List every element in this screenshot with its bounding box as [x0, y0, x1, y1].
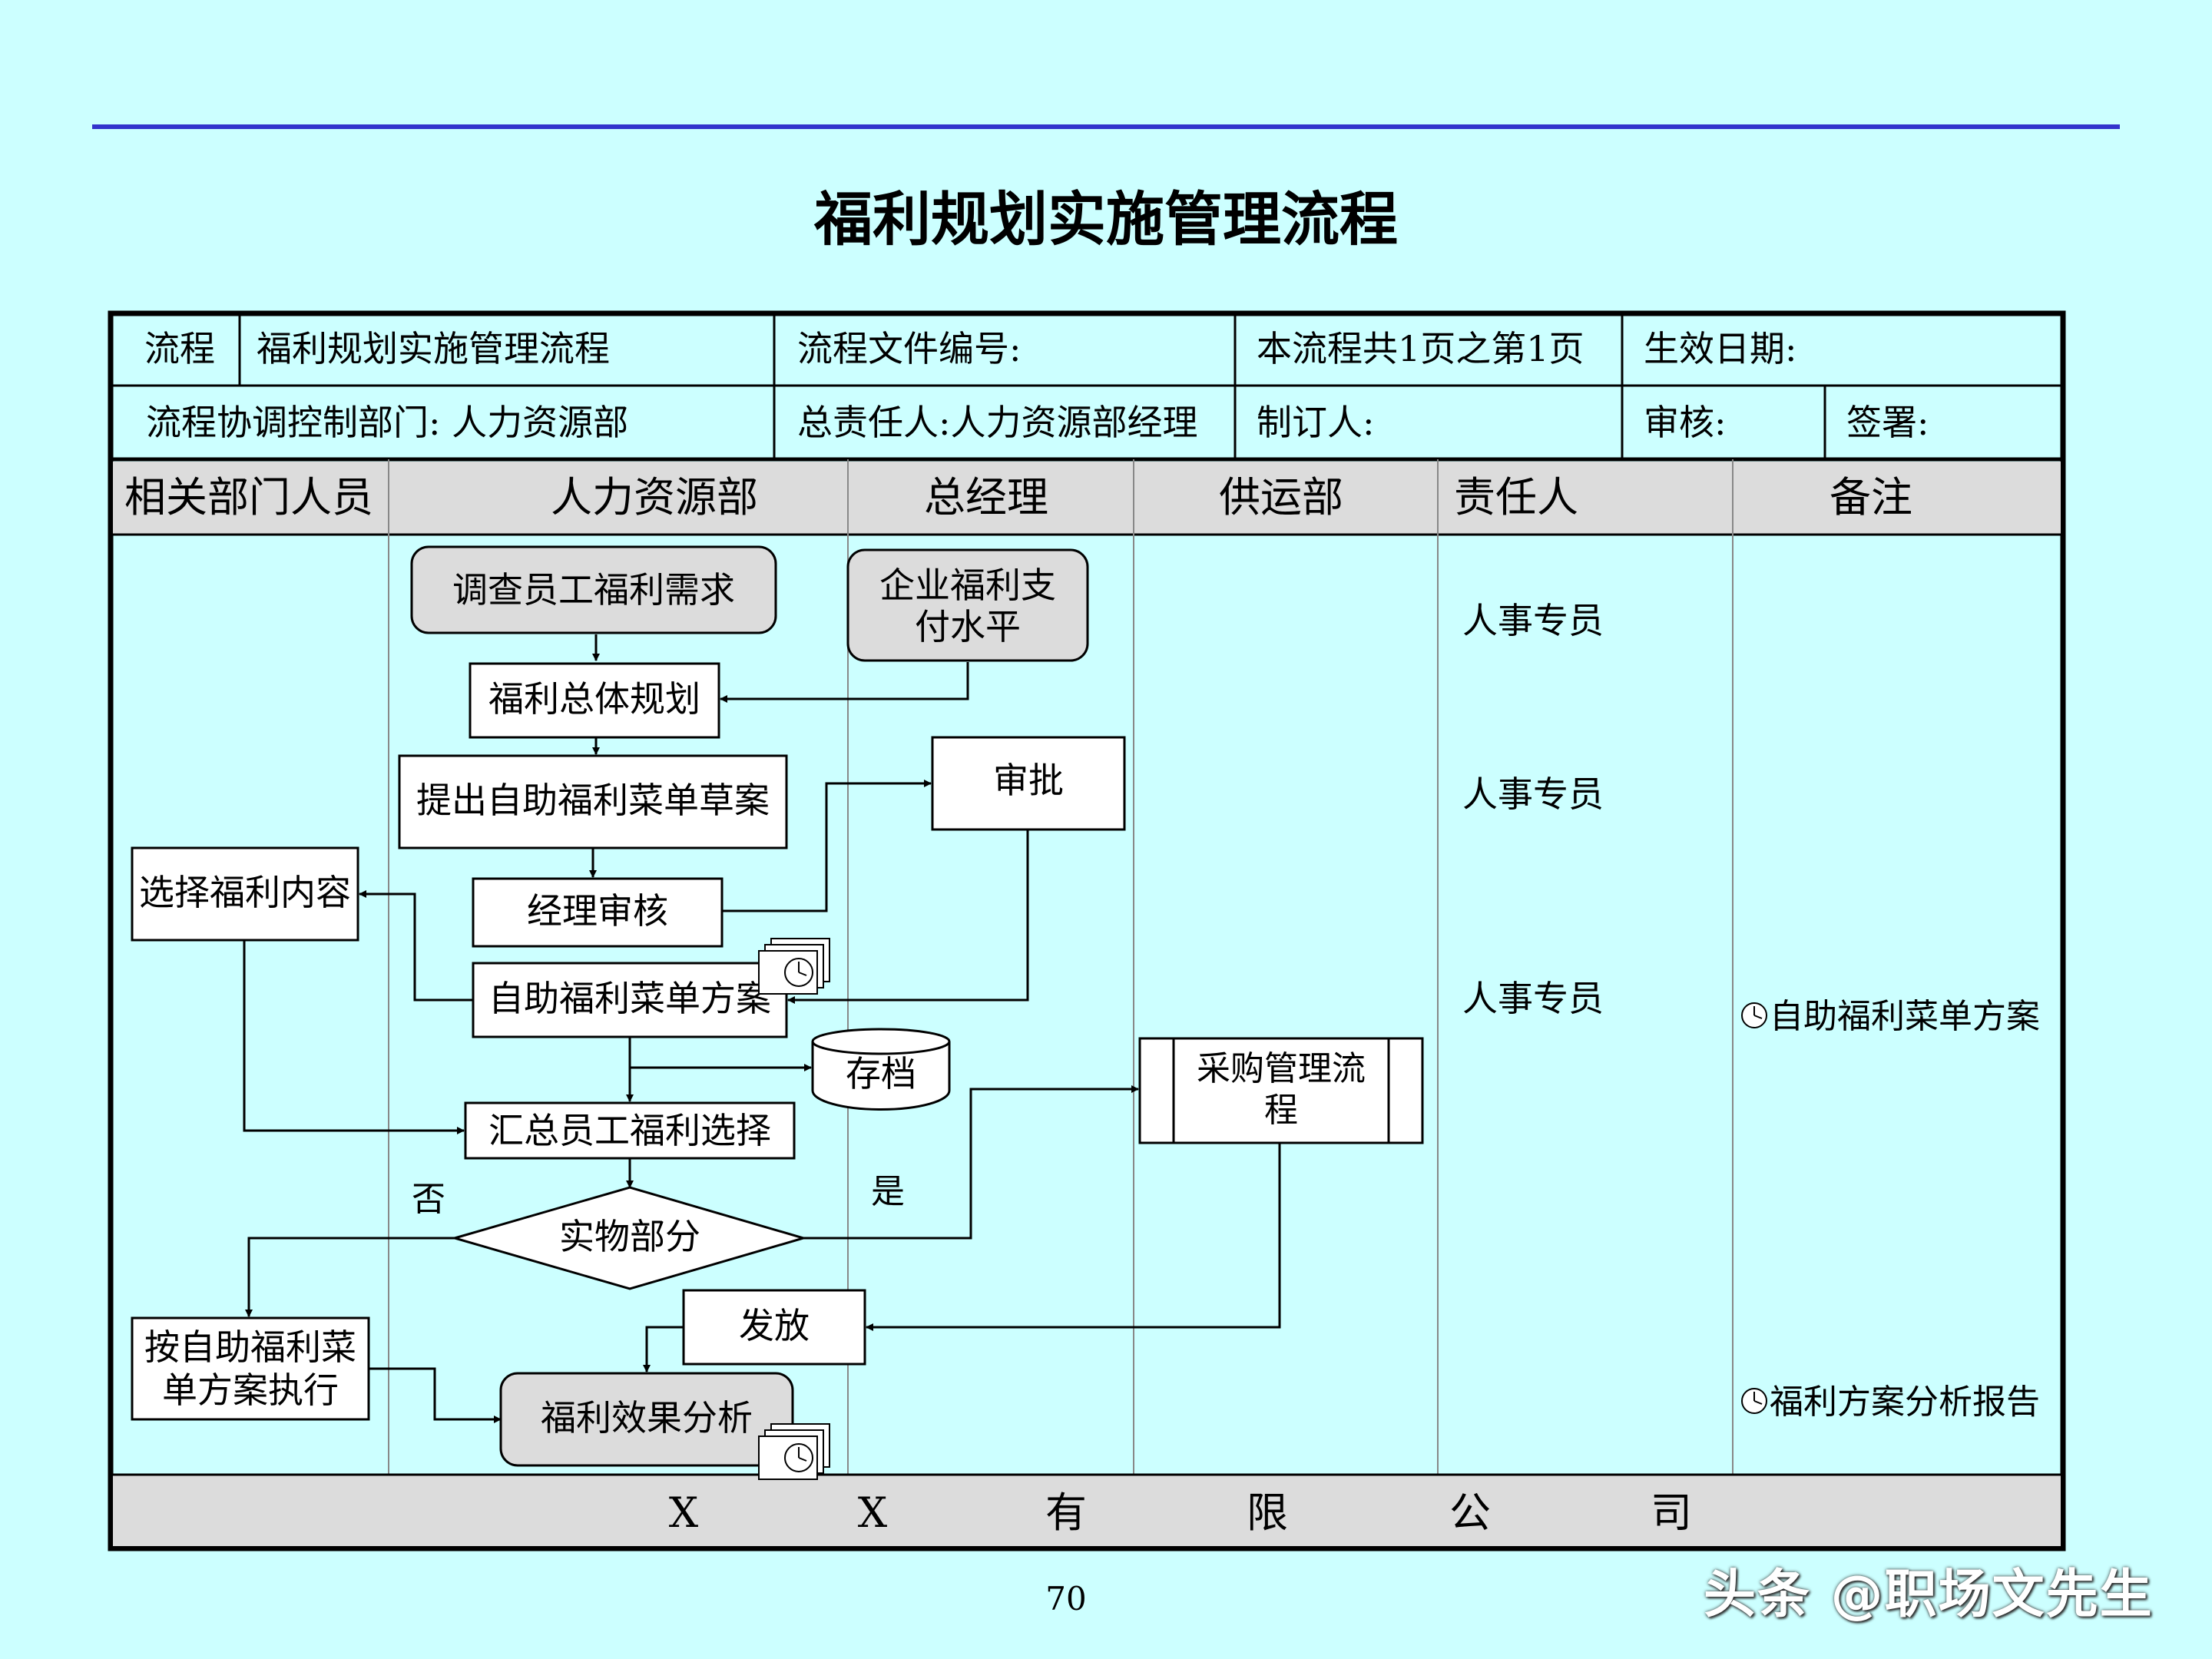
clock-icon: [1741, 1002, 1767, 1028]
reviewer: 审核:: [1644, 402, 1727, 443]
footer-char: X: [858, 1488, 888, 1537]
node-plan: 福利总体规划: [469, 662, 720, 739]
svg-text:汇总员工福利选择: 汇总员工福利选择: [488, 1110, 771, 1151]
label-no: 否: [412, 1180, 445, 1219]
node-choose: 选择福利内容: [131, 846, 359, 942]
svg-text:单方案执行: 单方案执行: [162, 1369, 339, 1411]
col-gm: 总经理: [924, 473, 1048, 522]
node-analysis: 福利效果分析: [499, 1372, 830, 1480]
file-number: 流程文件编号:: [797, 328, 1022, 369]
node-archive: 存档: [811, 1028, 951, 1111]
label-yes: 是: [871, 1172, 905, 1211]
svg-text:经理审核: 经理审核: [527, 890, 668, 932]
responsible-item: 人事专员: [1462, 978, 1604, 1019]
footer-company: X X 有 限 公 司: [669, 1488, 1692, 1537]
info-table: [111, 313, 2063, 462]
svg-text:福利方案分析报告: 福利方案分析报告: [1770, 1382, 2040, 1422]
page-number: 70: [1045, 1580, 1086, 1618]
node-survey: 调查员工福利需求: [410, 545, 777, 634]
col-related-staff: 相关部门人员: [124, 473, 373, 522]
flow-label: 流程: [144, 328, 215, 369]
node-procure: 采购管理流 程: [1138, 1037, 1424, 1144]
node-approve: 审批: [931, 736, 1126, 831]
watermark: 头条 @职场文先生: [1704, 1565, 2154, 1625]
document-icon: [758, 938, 830, 995]
column-header-row: [113, 462, 2061, 534]
effective-date: 生效日期:: [1644, 328, 1797, 369]
svg-text:存档: 存档: [846, 1053, 916, 1094]
column-headers: 相关部门人员 人力资源部 总经理 供运部 责任人 备注: [124, 473, 1912, 522]
svg-text:程: 程: [1264, 1091, 1298, 1130]
page-count: 本流程共1页之第1页: [1257, 328, 1584, 369]
footer-char: 公: [1449, 1488, 1491, 1537]
col-responsible: 责任人: [1454, 473, 1578, 522]
col-notes: 备注: [1830, 473, 1912, 522]
svg-text:调查员工福利需求: 调查员工福利需求: [452, 569, 735, 611]
node-decision: 实物部分: [450, 1186, 808, 1290]
connectors: [243, 634, 1281, 1423]
flow-name: 福利规划实施管理流程: [257, 328, 610, 369]
signature: 签署:: [1846, 402, 1929, 443]
page-title: 福利规划实施管理流程: [813, 185, 1398, 253]
svg-text:实物部分: 实物部分: [559, 1216, 700, 1257]
svg-text:付水平: 付水平: [915, 606, 1021, 647]
header-rule: [92, 124, 2120, 129]
clock-icon: [1741, 1388, 1767, 1414]
responsible-item: 人事专员: [1462, 600, 1604, 641]
note-item-2: 福利方案分析报告: [1741, 1382, 2040, 1422]
info-text: 流程 福利规划实施管理流程 流程文件编号: 本流程共1页之第1页 生效日期: 流…: [144, 328, 1929, 443]
svg-text:审批: 审批: [993, 760, 1064, 801]
svg-text:福利总体规划: 福利总体规划: [488, 678, 700, 720]
responsible-list: 人事专员 人事专员 人事专员: [1462, 600, 1604, 1019]
node-execute: 按自助福利菜 单方案执行: [131, 1316, 370, 1421]
footer-char: 限: [1247, 1488, 1288, 1537]
svg-text:自助福利菜单方案: 自助福利菜单方案: [1770, 997, 2040, 1036]
owner: 总责任人:人力资源部经理: [797, 402, 1198, 443]
document-icon: [758, 1423, 830, 1480]
col-supply: 供运部: [1219, 473, 1343, 522]
coord-dept: 流程协调控制部门: 人力资源部: [146, 402, 628, 443]
node-issue: 发放: [682, 1289, 866, 1366]
svg-text:按自助福利菜: 按自助福利菜: [144, 1326, 356, 1368]
svg-text:发放: 发放: [739, 1305, 810, 1346]
svg-text:企业福利支: 企业福利支: [879, 565, 1056, 606]
responsible-item: 人事专员: [1462, 773, 1604, 815]
svg-text:自助福利菜单方案: 自助福利菜单方案: [488, 978, 771, 1019]
note-item-1: 自助福利菜单方案: [1741, 997, 2040, 1036]
footer-char: 有: [1045, 1488, 1087, 1537]
svg-text:提出自助福利菜单草案: 提出自助福利菜单草案: [416, 780, 770, 821]
node-summary: 汇总员工福利选择: [464, 1101, 796, 1160]
col-hr: 人力资源部: [551, 473, 758, 522]
node-pay-level: 企业福利支 付水平: [846, 548, 1089, 662]
svg-text:选择福利内容: 选择福利内容: [139, 872, 351, 913]
node-mgr-review: 经理审核: [472, 877, 724, 948]
footer-char: 司: [1651, 1488, 1692, 1537]
node-draft: 提出自助福利菜单草案: [398, 754, 788, 849]
footer-char: X: [669, 1488, 699, 1537]
svg-text:福利效果分析: 福利效果分析: [541, 1397, 753, 1439]
maker: 制订人:: [1257, 402, 1375, 443]
svg-text:采购管理流: 采购管理流: [1197, 1049, 1366, 1088]
footer-row: [113, 1475, 2061, 1546]
node-menu-plan: 自助福利菜单方案: [472, 938, 830, 1038]
